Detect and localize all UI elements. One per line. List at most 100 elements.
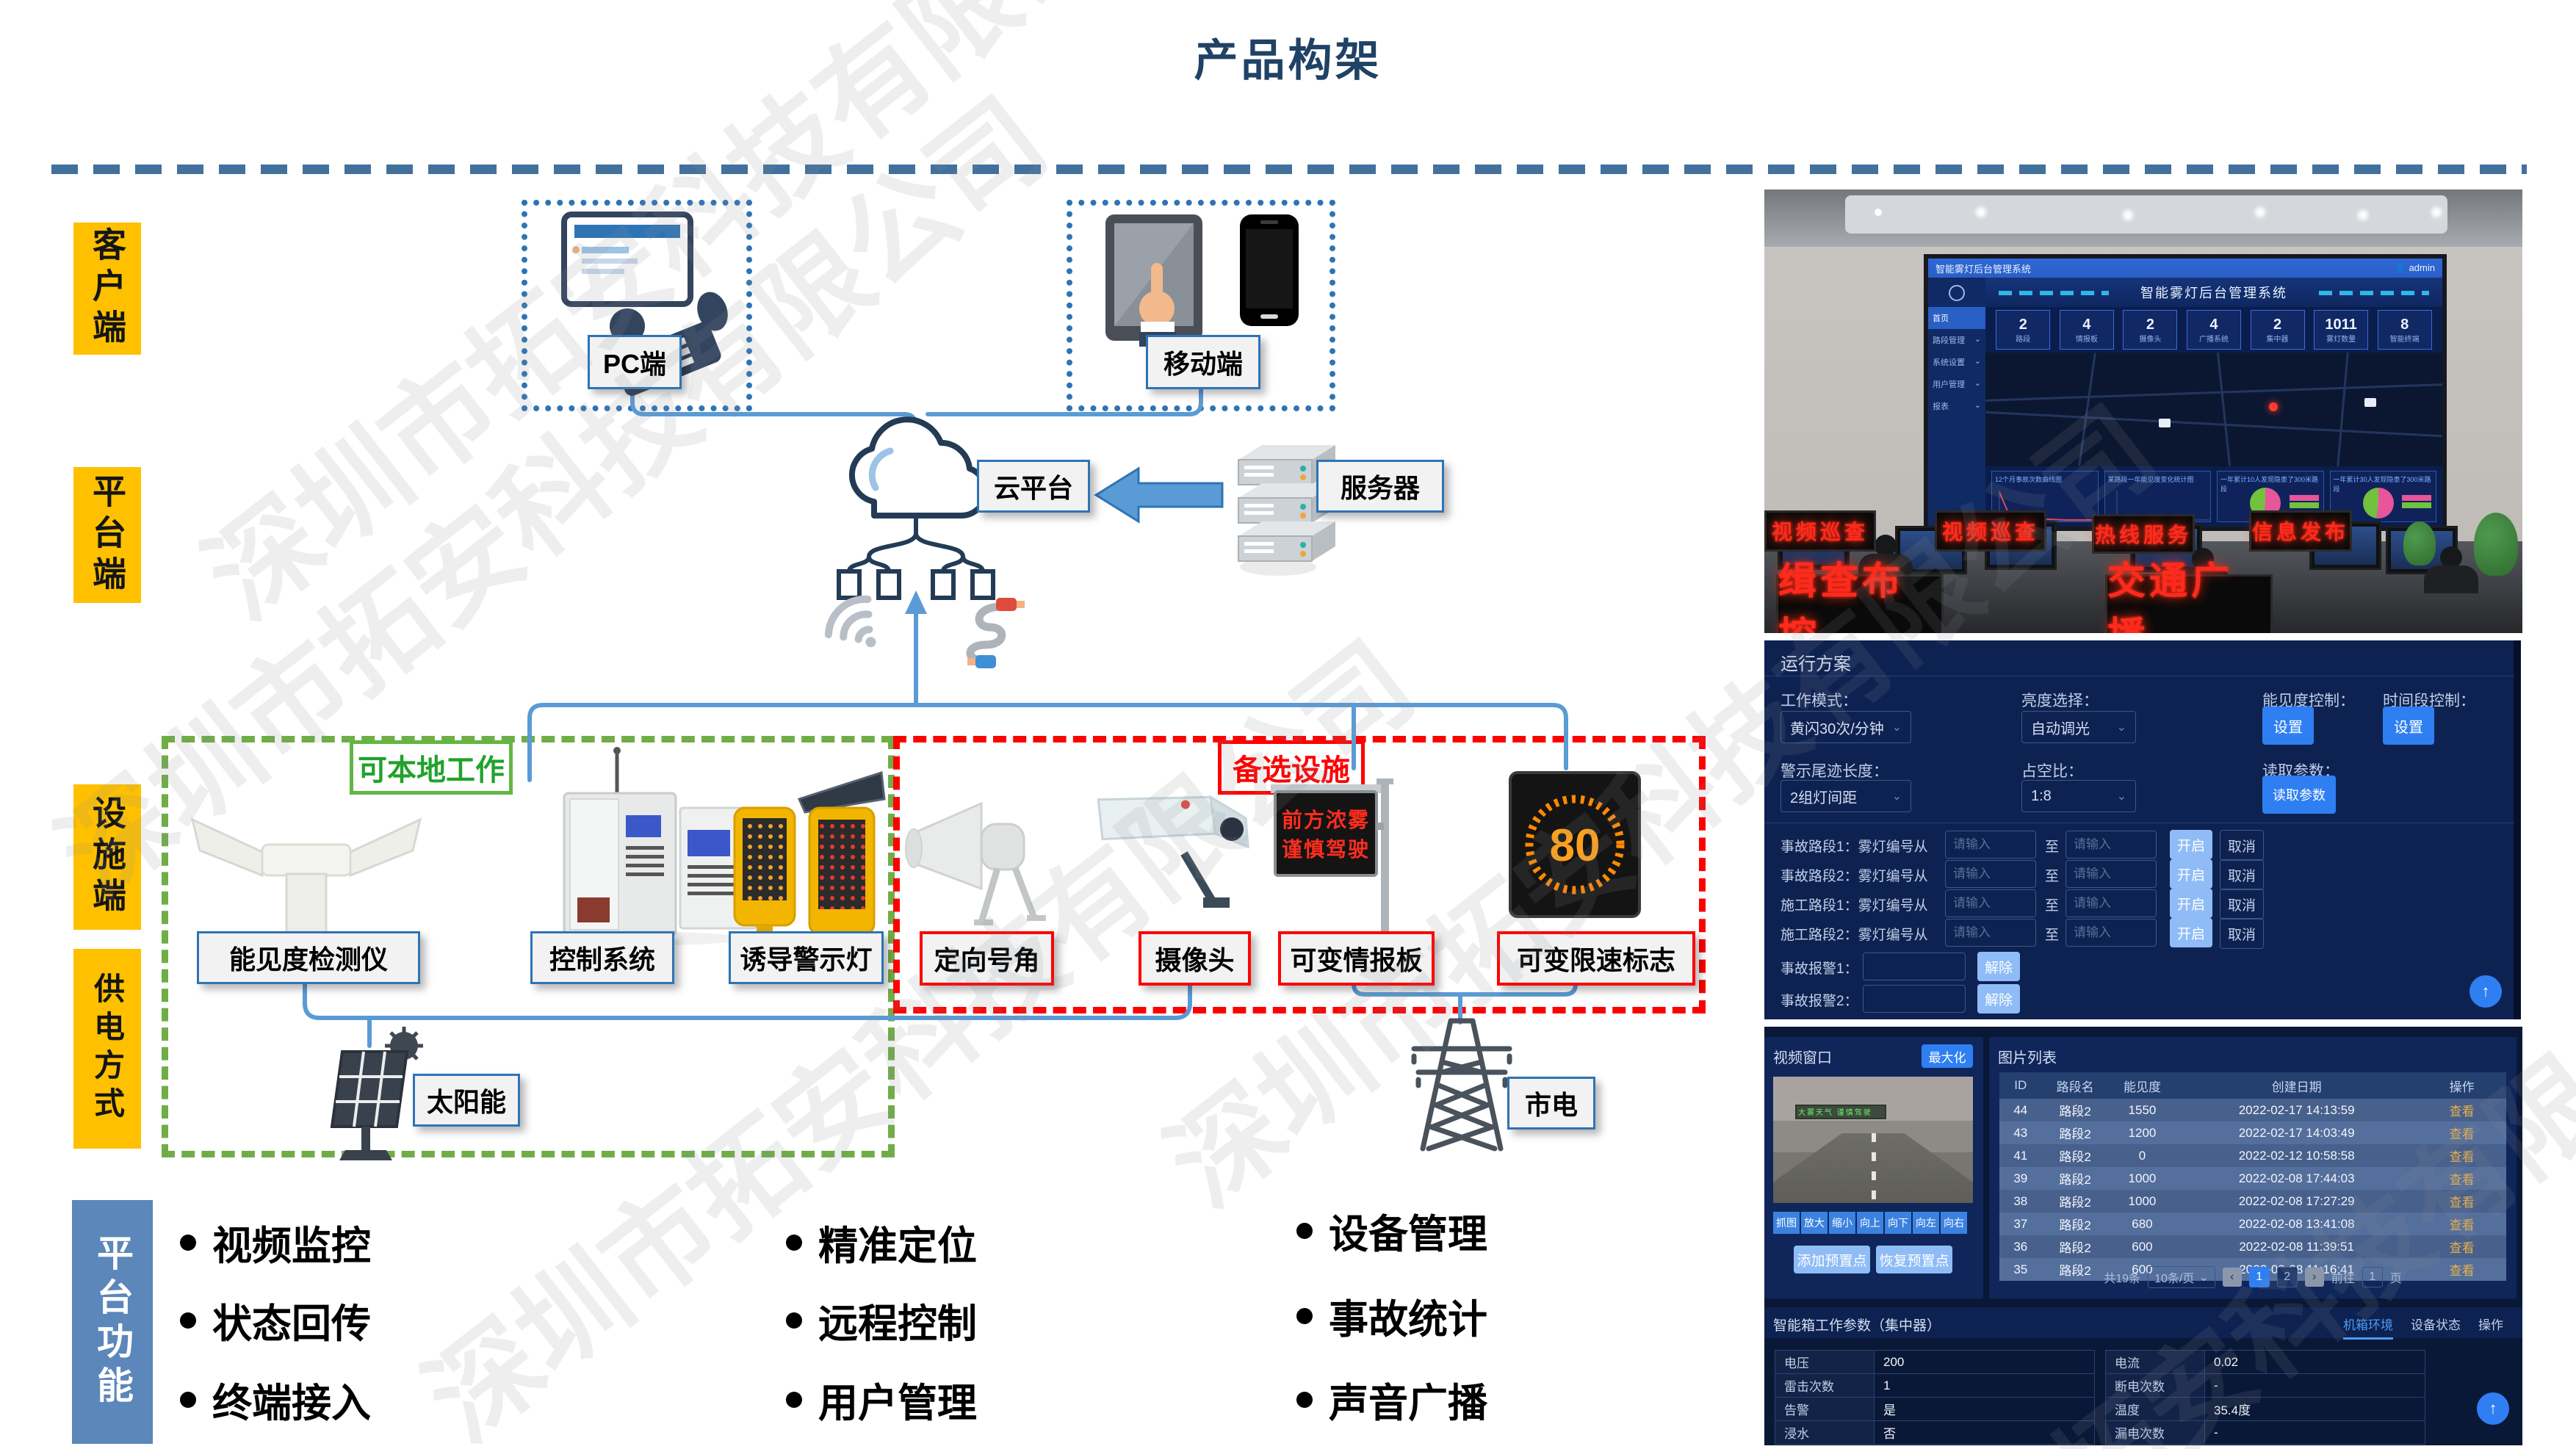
page-button-2[interactable]: 2 [2276,1267,2298,1287]
tab-device-status[interactable]: 设备状态 [2411,1318,2461,1332]
fog-light-from-input[interactable] [1945,919,2036,947]
camera-button[interactable]: 放大 [1801,1212,1828,1234]
release-button[interactable]: 解除 [1977,952,2020,981]
page-title: 产品构架 [1194,36,1382,85]
table-cell: 路段2 [2041,1190,2109,1213]
open-button[interactable]: 开启 [2170,918,2212,947]
screen-admin: 👤 admin [2394,262,2435,273]
fog-light-to-input[interactable] [2066,831,2157,859]
fog-light-from-input[interactable] [1945,831,2036,859]
feature-item: 声音广播 [1296,1370,1487,1428]
kv-key: 电流 [2105,1350,2205,1374]
open-button[interactable]: 开启 [2170,859,2212,889]
feature-item: 事故统计 [1296,1287,1487,1345]
big-screen: 智能雾灯后台管理系统 👤 admin 首页路段管理 ⌄系统设置 ⌄用户管理 ⌄报… [1924,254,2447,531]
fog-light-to-input[interactable] [2066,889,2157,917]
prev-page-button[interactable]: ‹ [2222,1268,2242,1287]
view-action-link[interactable]: 查看 [2417,1213,2506,1235]
cancel-button[interactable]: 取消 [2220,859,2264,890]
kv-value: 35.4度 [2204,1397,2425,1421]
alarm-input[interactable] [1863,953,1966,980]
tab-cabinet-env[interactable]: 机箱环境 [2343,1315,2393,1340]
alarm-row: 事故报警2： 解除 [1764,984,2499,1013]
back-to-top-button[interactable]: ↑ [2477,1392,2509,1425]
kv-value: 否 [1874,1420,2095,1445]
view-action-link[interactable]: 查看 [2417,1190,2506,1213]
view-action-link[interactable]: 查看 [2417,1144,2506,1167]
photo-ceiling-lights [1875,209,1882,216]
view-action-link[interactable]: 查看 [2417,1099,2506,1121]
connector-bus [527,610,1568,782]
per-page-select[interactable]: 10条/页⌄ [2148,1266,2215,1288]
work-mode-select[interactable]: 黄闪30次/分钟⌄ [1781,711,1911,743]
chevron-down-icon: ⌄ [2116,721,2126,734]
led-sign: 热线服务 [2092,514,2195,554]
back-to-top-button[interactable]: ↑ [2469,975,2502,1008]
camera-button[interactable]: 向上 [1857,1212,1883,1234]
kv-row: 浸水否 [1775,1420,2095,1445]
restore-preset-button[interactable]: 恢复预置点 [1876,1246,1952,1273]
alarm-input[interactable] [1863,985,1966,1013]
open-button[interactable]: 开启 [2170,889,2212,918]
brightness-select[interactable]: 自动调光⌄ [2021,711,2136,743]
map-alert-dot [2268,402,2278,412]
screen-charts: 12个月事故次数曲线图某路段一年能见度变化统计图一年累计10人发现隐患了300米… [1985,466,2442,527]
release-button[interactable]: 解除 [1977,984,2020,1013]
svg-text:谨慎驾驶: 谨慎驾驶 [1282,838,1370,861]
fog-light-from-input[interactable] [1945,889,2036,917]
cancel-button[interactable]: 取消 [2220,889,2264,919]
side-label-platform: 平台端 [73,467,141,603]
read-params-button[interactable]: 读取参数 [2262,776,2336,814]
fog-light-to-input[interactable] [2066,919,2157,947]
view-action-link[interactable]: 查看 [2417,1235,2506,1258]
camera-button[interactable]: 抓图 [1773,1212,1800,1234]
network-tree-icon [837,516,995,600]
video-frame: 大雾天气 谨慎驾驶 [1773,1077,1973,1203]
table-cell: 1000 [2108,1167,2176,1190]
kv-value: 0.02 [2204,1350,2425,1374]
local-work-label: 可本地工作 [350,740,513,795]
duty-label: 占空比： [2021,763,2083,780]
add-preset-button[interactable]: 添加预置点 [1794,1246,1870,1273]
kv-key: 漏电次数 [2105,1420,2205,1445]
camera-button[interactable]: 缩小 [1829,1212,1855,1234]
led-sign-large: 缉查布控 [1776,560,1944,633]
open-button[interactable]: 开启 [2170,830,2212,859]
table-cell: 38 [1999,1190,2042,1213]
view-action-link[interactable]: 查看 [2417,1121,2506,1144]
segment-row: 事故路段2：雾灯编号从 至 开启 取消 [1764,859,2499,890]
fog-light-to-input[interactable] [2066,860,2157,888]
table-cell: 路段2 [2041,1167,2109,1190]
picture-list-title: 图片列表 [1998,1050,2057,1066]
led-sign: 视频巡查 [1935,510,2046,552]
camera-button[interactable]: 向左 [1913,1212,1939,1234]
mobile-label: 移动端 [1146,335,1260,389]
view-action-link[interactable]: 查看 [2417,1258,2506,1281]
cable-icon [966,598,1025,668]
kv-value: 200 [1874,1350,2095,1374]
goto-page-input[interactable]: 1 [2362,1267,2383,1287]
table-cell: 路段2 [2041,1121,2109,1144]
to-label: 至 [2045,869,2060,884]
fog-light-from-input[interactable] [1945,860,2036,888]
time-set-button[interactable]: 设置 [2383,707,2434,745]
plant [2474,513,2518,576]
view-action-link[interactable]: 查看 [2417,1167,2506,1190]
cancel-button[interactable]: 取消 [2220,918,2264,949]
trail-select[interactable]: 2组灯间距⌄ [1781,780,1911,812]
page-button-1[interactable]: 1 [2248,1267,2270,1287]
camera-button[interactable]: 向右 [1941,1212,1967,1234]
visibility-set-button[interactable]: 设置 [2262,707,2314,745]
next-page-button[interactable]: › [2304,1268,2324,1287]
tab-operations[interactable]: 操作 [2478,1318,2503,1332]
camera-button[interactable]: 向下 [1885,1212,1911,1234]
duty-select[interactable]: 1:8⌄ [2021,780,2136,812]
maximize-button[interactable]: 最大化 [1922,1044,1973,1068]
cancel-button[interactable]: 取消 [2220,830,2264,861]
